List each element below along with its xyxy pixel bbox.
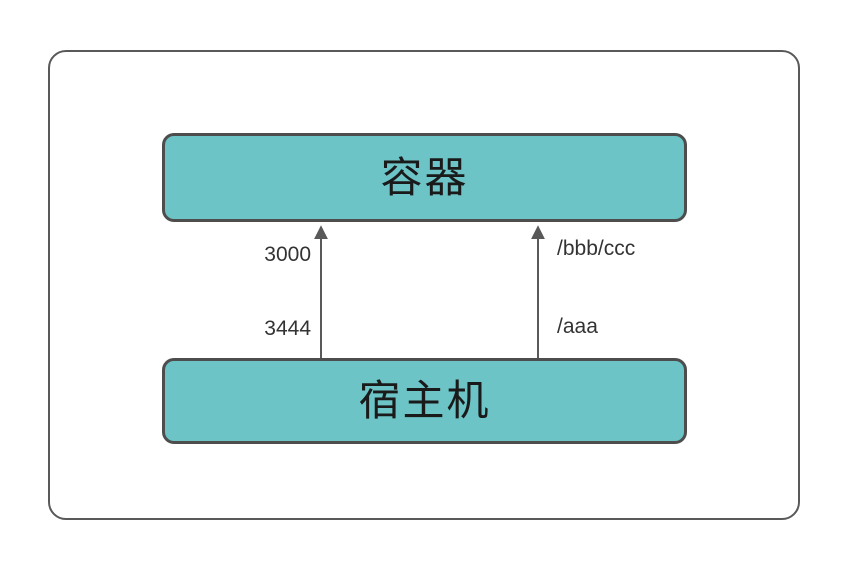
- node-host: 宿主机: [162, 358, 687, 444]
- path-mapping-host-path-label: /aaa: [557, 315, 598, 338]
- port-mapping-host-port-label: 3444: [264, 317, 311, 340]
- port-mapping-container-port-label: 3000: [264, 243, 311, 266]
- node-host-label: 宿主机: [358, 377, 491, 424]
- node-container-label: 容器: [380, 153, 469, 201]
- node-container: 容器: [162, 133, 687, 222]
- outer-frame: [48, 50, 800, 520]
- path-mapping-container-path-label: /bbb/ccc: [557, 237, 636, 260]
